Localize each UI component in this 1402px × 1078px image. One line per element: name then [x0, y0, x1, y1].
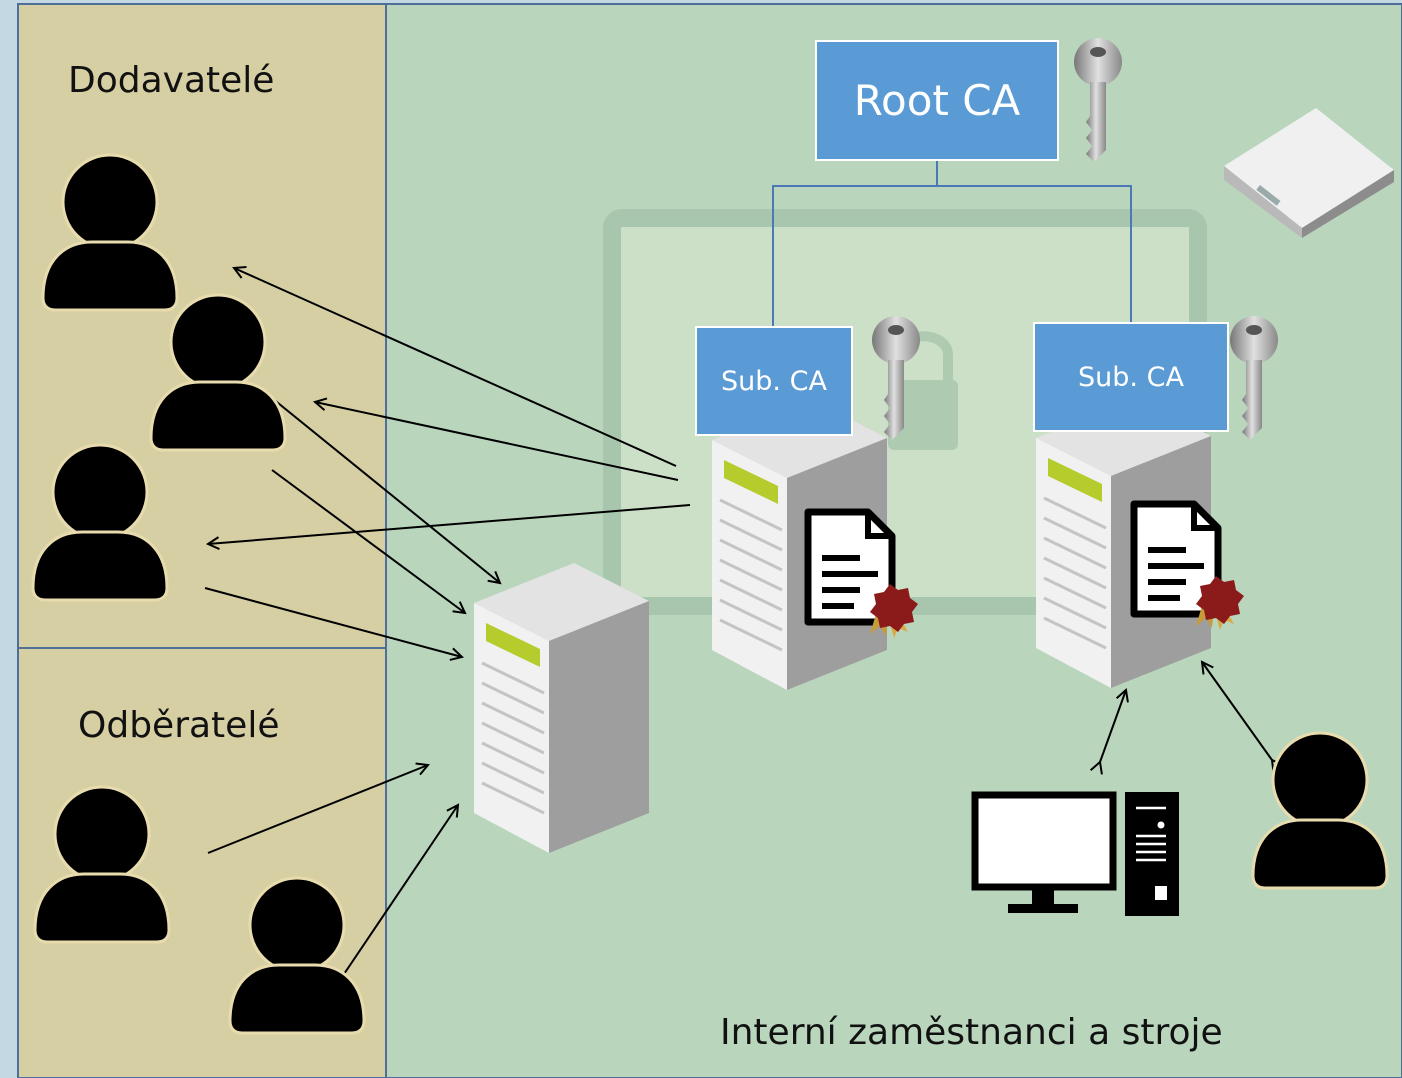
- ca-hierarchy-connector: [772, 161, 1132, 326]
- root-ca-box: Root CA: [815, 40, 1059, 161]
- suppliers-label: Dodavatelé: [68, 60, 275, 101]
- sub-ca-left-label: Sub. CA: [721, 365, 827, 397]
- internal-label: Interní zaměstnanci a stroje: [720, 1012, 1223, 1053]
- sub-ca-right-box: Sub. CA: [1033, 322, 1229, 432]
- gateway-server-icon: [472, 561, 651, 855]
- sub-ca-right-label: Sub. CA: [1078, 361, 1184, 393]
- connection-arrows: [204, 268, 1272, 981]
- customers-label: Odběratelé: [78, 705, 280, 746]
- network-appliance-icon: [1224, 108, 1394, 238]
- desktop-computer-icon: [971, 791, 1179, 916]
- root-ca-label: Root CA: [853, 76, 1021, 125]
- panel-borders: [17, 3, 1402, 1078]
- sub-ca-left-box: Sub. CA: [695, 326, 853, 436]
